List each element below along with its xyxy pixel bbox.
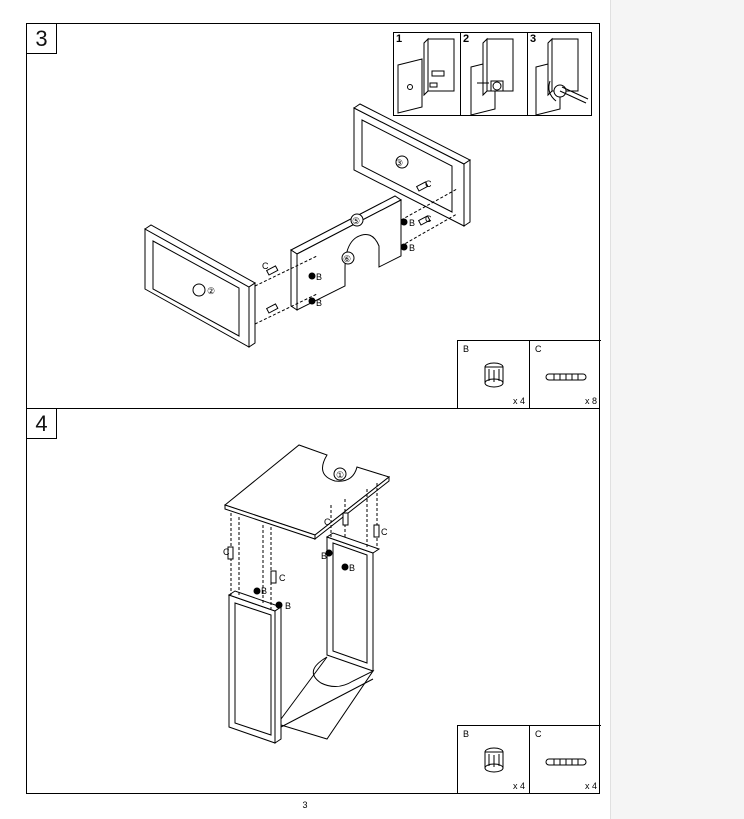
- part-c-dowel: C x 4: [530, 726, 601, 793]
- dowel-icon: [545, 373, 587, 381]
- step-number: 4: [27, 409, 57, 439]
- callout-c: C: [425, 179, 432, 189]
- detail-number: 3: [530, 33, 537, 45]
- callout-b: B: [321, 551, 327, 561]
- part-b-cam-lock: B x 4: [458, 341, 530, 408]
- part-quantity: x 4: [512, 396, 525, 406]
- callout-b: B: [316, 298, 322, 308]
- instruction-page: 3: [0, 0, 610, 819]
- callout-c: C: [223, 547, 230, 557]
- cam-lock-icon: [484, 747, 504, 773]
- parts-list-box: B x 4 C: [457, 340, 601, 408]
- dowel-icon: [545, 758, 587, 766]
- step-number: 3: [27, 24, 57, 54]
- part-label: C: [535, 729, 542, 739]
- part-label: C: [535, 344, 542, 354]
- part-quantity: x 4: [584, 781, 597, 791]
- callout-b: B: [285, 601, 291, 611]
- callout-b: B: [409, 218, 415, 228]
- cam-lock-detail-inset: 1 2: [393, 32, 592, 116]
- part-6-circle: [341, 251, 355, 265]
- callout-c: C: [279, 573, 286, 583]
- part-label: B: [463, 344, 470, 354]
- part-label: B: [463, 729, 470, 739]
- part-3-circle: [395, 155, 409, 169]
- detail-step-3: 3: [528, 33, 594, 116]
- callout-b: B: [316, 272, 322, 282]
- callout-c: C: [262, 261, 269, 271]
- detail-number: 1: [396, 33, 403, 45]
- part-b-cam-lock: B x 4: [458, 726, 530, 793]
- top-panel: [223, 444, 391, 541]
- detail-step-2: 2: [461, 33, 528, 116]
- step-3-assembly-drawing: ② ③ ⑤ ⑥ C B B B B C C: [144, 103, 471, 348]
- part-1-circle: [333, 467, 347, 481]
- callout-c: C: [324, 517, 331, 527]
- parts-list-box: B x 4 C: [457, 725, 601, 793]
- label-1: ①: [336, 470, 344, 480]
- step-4-panel: 4: [26, 408, 601, 794]
- detail-number: 2: [463, 33, 470, 45]
- arched-front-panel: [290, 195, 402, 311]
- callout-c: C: [381, 527, 388, 537]
- label-2: ②: [207, 286, 215, 296]
- detail-step-1: 1: [394, 33, 461, 115]
- part-c-dowel: C x 8: [530, 341, 601, 408]
- label-3: ③: [395, 158, 403, 168]
- callout-b: B: [349, 563, 355, 573]
- step-3-panel: 3: [26, 23, 601, 409]
- part-5-circle: [350, 213, 364, 227]
- page-number: 3: [302, 800, 308, 810]
- dowel-insert-illustration: [397, 37, 455, 114]
- screwdriver-tighten-illustration: [535, 37, 589, 116]
- label-5: ⑤: [352, 216, 360, 226]
- callout-c: C: [425, 214, 432, 224]
- part-quantity: x 8: [584, 396, 597, 406]
- cam-insert-illustration: [470, 37, 514, 116]
- callout-b: B: [261, 586, 267, 596]
- part-quantity: x 4: [512, 781, 525, 791]
- part-2-circle: [192, 283, 206, 297]
- base-cabinet: [227, 532, 381, 744]
- callout-b: B: [409, 243, 415, 253]
- step-4-assembly-drawing: ① C C C C B B B B: [223, 444, 391, 744]
- cam-lock-icon: [484, 362, 504, 388]
- rear-rail-panel: [353, 103, 471, 227]
- label-6: ⑥: [343, 254, 351, 264]
- viewer-side-margin: [610, 0, 744, 819]
